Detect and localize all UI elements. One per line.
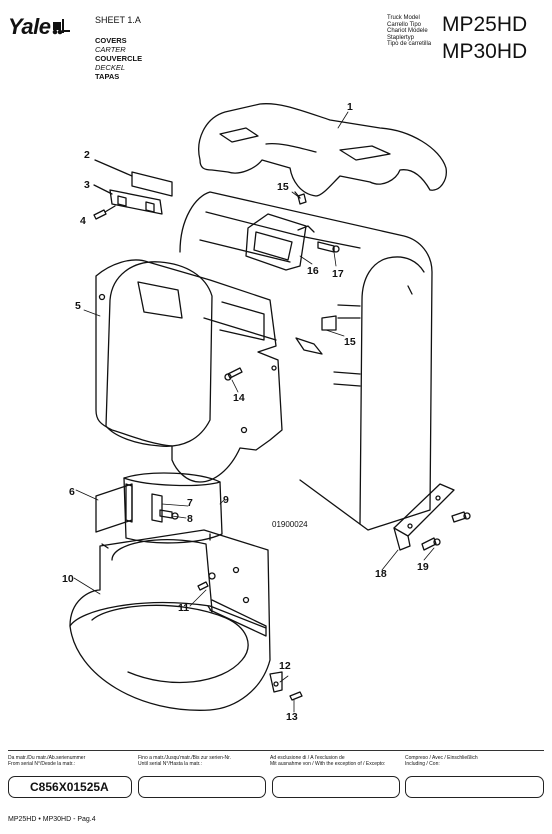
page-footer-line: MP25HD • MP30HD - Pag.4 xyxy=(8,816,96,823)
callout-17: 17 xyxy=(332,268,344,280)
footer-including-label: Compreso / Avec / Einschließlich Includi… xyxy=(405,755,478,768)
until-serial-label-line2: Until serial N°/Hasta la matr.: xyxy=(138,760,202,767)
rear-housing xyxy=(179,191,433,531)
part-10-base-cover xyxy=(69,529,271,711)
from-serial-label-line1: Da matr./Du matr./Ab.serienummer xyxy=(8,755,86,761)
title-en: COVERS xyxy=(95,36,127,45)
title-de: DECKEL xyxy=(95,63,126,72)
part-5-column-cover xyxy=(95,259,283,483)
part-4-screw xyxy=(93,205,116,220)
footer-divider xyxy=(8,750,544,751)
part-14-screw xyxy=(224,367,243,381)
from-serial-label-line2: From serial N°/Desde la matr.: xyxy=(8,760,76,767)
part-2-plate xyxy=(94,159,173,197)
callout-2: 2 xyxy=(84,149,90,161)
callout-11: 11 xyxy=(178,602,190,614)
part-3-bracket xyxy=(93,184,163,215)
callout-7: 7 xyxy=(187,497,193,509)
title-fr: COUVERCLE xyxy=(95,54,143,63)
truck-model-label-en: Truck Model xyxy=(387,15,420,21)
brand-text: Yale xyxy=(8,14,51,39)
title-es: TAPAS xyxy=(95,72,120,81)
including-box xyxy=(405,776,544,798)
callout-15-upper: 15 xyxy=(277,181,289,193)
sheet-label: SHEET 1.A xyxy=(95,15,141,25)
callout-leaders xyxy=(73,111,435,713)
callout-12: 12 xyxy=(279,660,291,672)
model-primary: MP25HD xyxy=(442,13,528,36)
callout-3: 3 xyxy=(84,179,90,191)
callout-14: 14 xyxy=(233,392,245,404)
until-serial-box xyxy=(138,776,266,798)
part-1-top-cover xyxy=(198,103,447,197)
part-19-screws xyxy=(421,511,471,551)
part-6-shim xyxy=(95,483,133,533)
callout-6: 6 xyxy=(69,486,75,498)
from-serial-box xyxy=(8,776,132,798)
exception-label-line1: Ad esclusione di / A l'exclusion de xyxy=(270,755,345,761)
callout-15-lower: 15 xyxy=(344,336,356,348)
callout-18: 18 xyxy=(375,568,387,580)
truck-model-label-es: Tipo de carretilla xyxy=(387,41,432,47)
part-16-box xyxy=(245,213,315,271)
callout-1: 1 xyxy=(347,101,353,113)
drawing-part-number: 01900024 xyxy=(272,520,308,529)
part-12-bracket xyxy=(269,671,283,693)
part-11-screws xyxy=(197,572,216,613)
exception-label-line2: Mit ausnahme von / With the exception of… xyxy=(270,760,386,767)
including-label-line1: Compreso / Avec / Einschließlich xyxy=(405,755,478,761)
footer-exception-label: Ad esclusione di / A l'exclusion de Mit … xyxy=(270,755,386,768)
until-serial-label-line1: Fino a matr./Jusqu'matr./Bis zur serien-… xyxy=(138,755,231,761)
footer-until-serial-label: Fino a matr./Jusqu'matr./Bis zur serien-… xyxy=(138,755,231,768)
title-it: CARTER xyxy=(95,45,126,54)
forklift-logo-icon xyxy=(52,19,71,35)
truck-model-labels: Truck Model Carrello Tipo Chariot Modele… xyxy=(387,15,431,48)
truck-model-label-it: Carrello Tipo xyxy=(387,21,422,28)
truck-model-label-de: Staplertyp xyxy=(387,34,415,41)
callout-13: 13 xyxy=(286,711,298,723)
truck-model-label-fr: Chariot Modele xyxy=(387,28,428,34)
callout-5: 5 xyxy=(75,300,81,312)
footer-from-serial-label: Da matr./Du matr./Ab.serienummer From se… xyxy=(8,755,86,768)
callout-16: 16 xyxy=(307,265,319,277)
part-18-plate xyxy=(393,483,455,551)
including-label-line2: Including / Con: xyxy=(405,760,440,767)
callout-4: 4 xyxy=(80,215,86,227)
part-9-collar xyxy=(123,472,223,544)
part-13-screw xyxy=(289,691,303,701)
callout-19: 19 xyxy=(417,561,429,573)
callout-10: 10 xyxy=(62,573,74,585)
yale-logo: Yale xyxy=(8,14,71,40)
exception-box xyxy=(272,776,400,798)
title-block: COVERS CARTER COUVERCLE DECKEL TAPAS xyxy=(95,36,142,81)
callout-8: 8 xyxy=(187,513,193,525)
callout-9: 9 xyxy=(223,494,229,506)
model-secondary: MP30HD xyxy=(442,40,528,63)
part-8-screw xyxy=(159,509,179,520)
from-serial-value: C856X01525A xyxy=(30,780,109,794)
